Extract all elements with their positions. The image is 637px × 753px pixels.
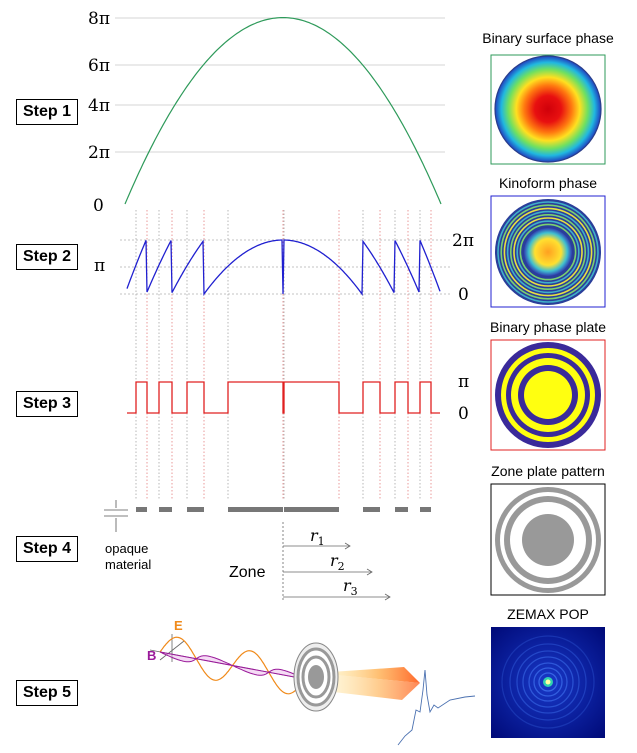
b-label: B [147, 648, 156, 663]
opaque-bar [420, 507, 431, 512]
opaque-bars [136, 507, 431, 512]
zone-plate-panel [490, 483, 606, 596]
kinoform-curve [126, 239, 441, 296]
opaque-bar [284, 507, 339, 512]
dotted-guides [135, 210, 421, 500]
e-label: E [174, 618, 183, 633]
opaque-bar [159, 507, 172, 512]
step1-plot: 8π 6π 4π 2π 0 [88, 9, 445, 216]
b-field-wave [159, 651, 306, 680]
radius-arrows [282, 522, 391, 601]
zemax-title: ZEMAX POP [507, 606, 589, 622]
focal-intensity-profile [397, 669, 476, 746]
opaque-bar [136, 507, 147, 512]
label-0: 0 [458, 404, 469, 424]
step2-plot: 2π 0 π [94, 231, 474, 305]
red-dotted-guides [146, 210, 432, 500]
opaque-bar [395, 507, 408, 512]
binary-plate-title: Binary phase plate [490, 319, 606, 335]
opaque-bar [228, 507, 283, 512]
step-3-label: Step 3 [16, 391, 79, 417]
kinoform-panel [490, 195, 606, 308]
step1-phase-curve [124, 17, 442, 205]
kinoform-title: Kinoform phase [498, 175, 598, 191]
step-5-label: Step 5 [16, 680, 79, 706]
r1-label: r1 [310, 526, 325, 548]
tick-4pi: 4π [88, 96, 110, 116]
label-0: 0 [458, 285, 469, 305]
binary-surface-title: Binary surface phase [482, 30, 614, 46]
binary-surface-panel [490, 54, 606, 165]
r2-label: r2 [330, 551, 345, 573]
tick-0: 0 [93, 196, 104, 216]
opaque-bar [187, 507, 204, 512]
label-2pi: 2π [452, 231, 474, 251]
step3-plot: π 0 [127, 372, 469, 424]
zone-label: Zone [229, 564, 266, 581]
tick-6pi: 6π [88, 56, 110, 76]
label-pi: π [94, 256, 105, 276]
zone-plate-3d [293, 642, 420, 712]
tick-8pi: 8π [88, 9, 110, 29]
opaque-indicator [104, 500, 128, 532]
step-2-label: Step 2 [16, 244, 79, 270]
binary-phase-curve [127, 381, 440, 414]
opaque-label-2: material [105, 557, 151, 572]
r3-label: r3 [343, 576, 358, 598]
opaque-label-1: opaque [105, 541, 148, 556]
step-1-label: Step 1 [16, 99, 79, 125]
zone-plate-title: Zone plate pattern [491, 463, 605, 479]
opaque-bar [363, 507, 380, 512]
em-wave-illustration: E B [147, 618, 311, 695]
zemax-panel [491, 627, 605, 738]
label-pi: π [458, 372, 469, 392]
binary-plate-panel [490, 339, 606, 451]
step-4-label: Step 4 [16, 536, 79, 562]
tick-2pi: 2π [88, 143, 110, 163]
